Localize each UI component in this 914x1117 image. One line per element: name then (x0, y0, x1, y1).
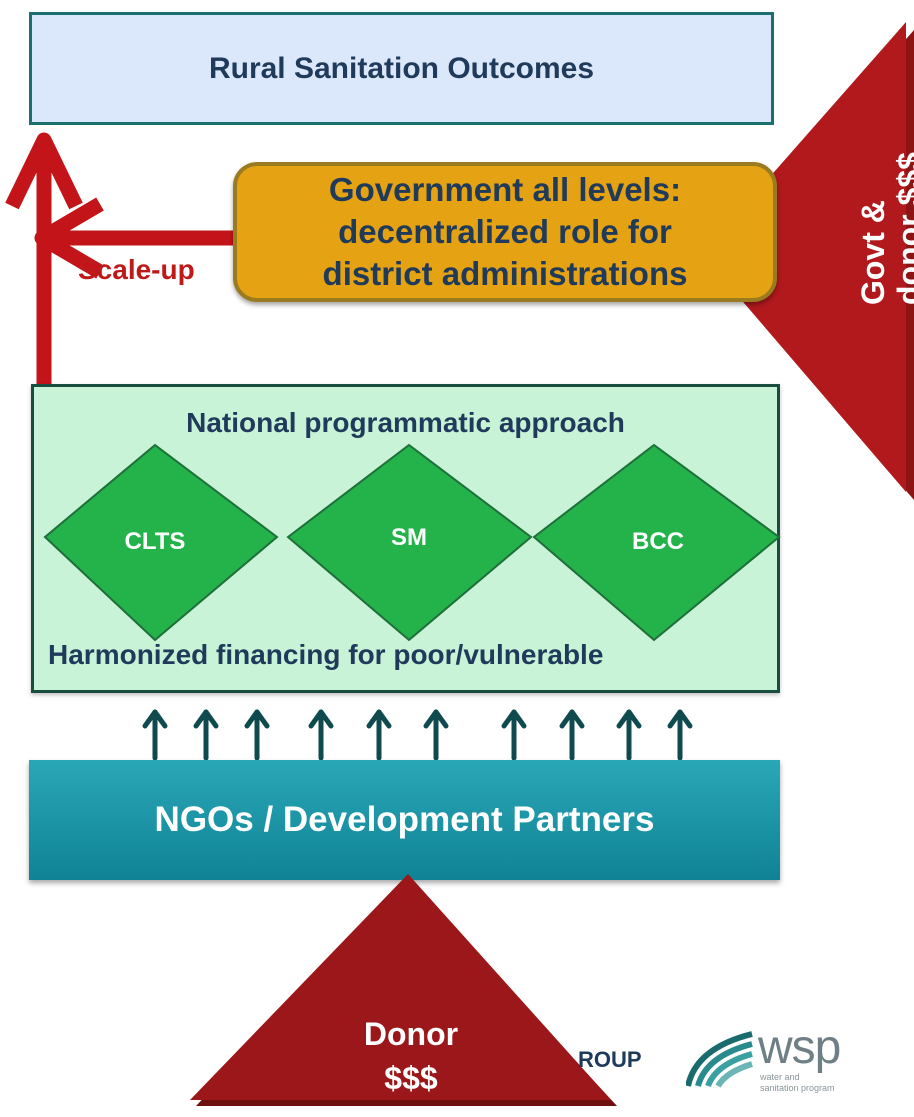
clts-diamond: CLTS (43, 443, 279, 642)
ngo-development-partners-box: NGOs / Development Partners (29, 760, 780, 880)
wsp-logo-tagline: water and sanitation program (760, 1072, 835, 1094)
ngo-label: NGOs / Development Partners (154, 800, 655, 839)
rural-sanitation-outcomes-box: Rural Sanitation Outcomes (29, 12, 774, 125)
govt-donor-line-1: Govt & (855, 200, 891, 305)
national-programmatic-approach-box: National programmatic approach CLTS SM B… (31, 384, 781, 693)
group-logo-text: ROUP (578, 1047, 642, 1072)
wsp-tagline-line-1: water and (760, 1072, 800, 1082)
small-up-arrowhead (423, 709, 449, 729)
sm-label: SM (391, 524, 427, 551)
donor-label: Donor $$$ (341, 1012, 481, 1100)
program-diamonds: CLTS SM BCC (43, 443, 781, 642)
small-up-arrowhead (142, 709, 168, 729)
government-line-2: decentralized role for (338, 213, 672, 250)
harmonized-financing-label: Harmonized financing for poor/vulnerable (48, 639, 604, 670)
wsp-logo-mark (686, 1031, 753, 1088)
wsp-logo-wordmark: wsp (758, 1021, 841, 1074)
donor-line-2: $$$ (384, 1060, 438, 1096)
small-up-arrowhead (193, 709, 219, 729)
program-title: National programmatic approach (186, 407, 625, 438)
scale-up-arrows (5, 132, 238, 384)
scale-up-label: Scale-up (78, 254, 195, 285)
small-up-arrowhead (667, 709, 693, 729)
small-up-arrowhead (616, 709, 642, 729)
ngo-support-arrows (142, 709, 693, 761)
government-box: Government all levels: decentralized rol… (233, 162, 777, 302)
govt-donor-line-2: donor $$$ (891, 152, 914, 305)
clts-label: CLTS (125, 528, 186, 555)
wsp-tagline-line-2: sanitation program (760, 1083, 835, 1093)
bcc-diamond: BCC (532, 443, 781, 642)
government-line-3: district administrations (322, 255, 688, 292)
small-up-arrowhead (501, 709, 527, 729)
government-arrowhead (34, 197, 104, 279)
small-up-arrowhead (308, 709, 334, 729)
donor-line-1: Donor (363, 1016, 459, 1052)
government-line-1: Government all levels: (328, 171, 682, 208)
small-up-arrowhead (559, 709, 585, 729)
outcomes-title: Rural Sanitation Outcomes (208, 51, 595, 85)
small-up-arrowhead (366, 709, 392, 729)
sm-diamond: SM (286, 443, 533, 642)
small-up-arrowhead (244, 709, 270, 729)
bcc-label: BCC (632, 528, 684, 555)
scale-up-arrowhead (5, 132, 83, 210)
